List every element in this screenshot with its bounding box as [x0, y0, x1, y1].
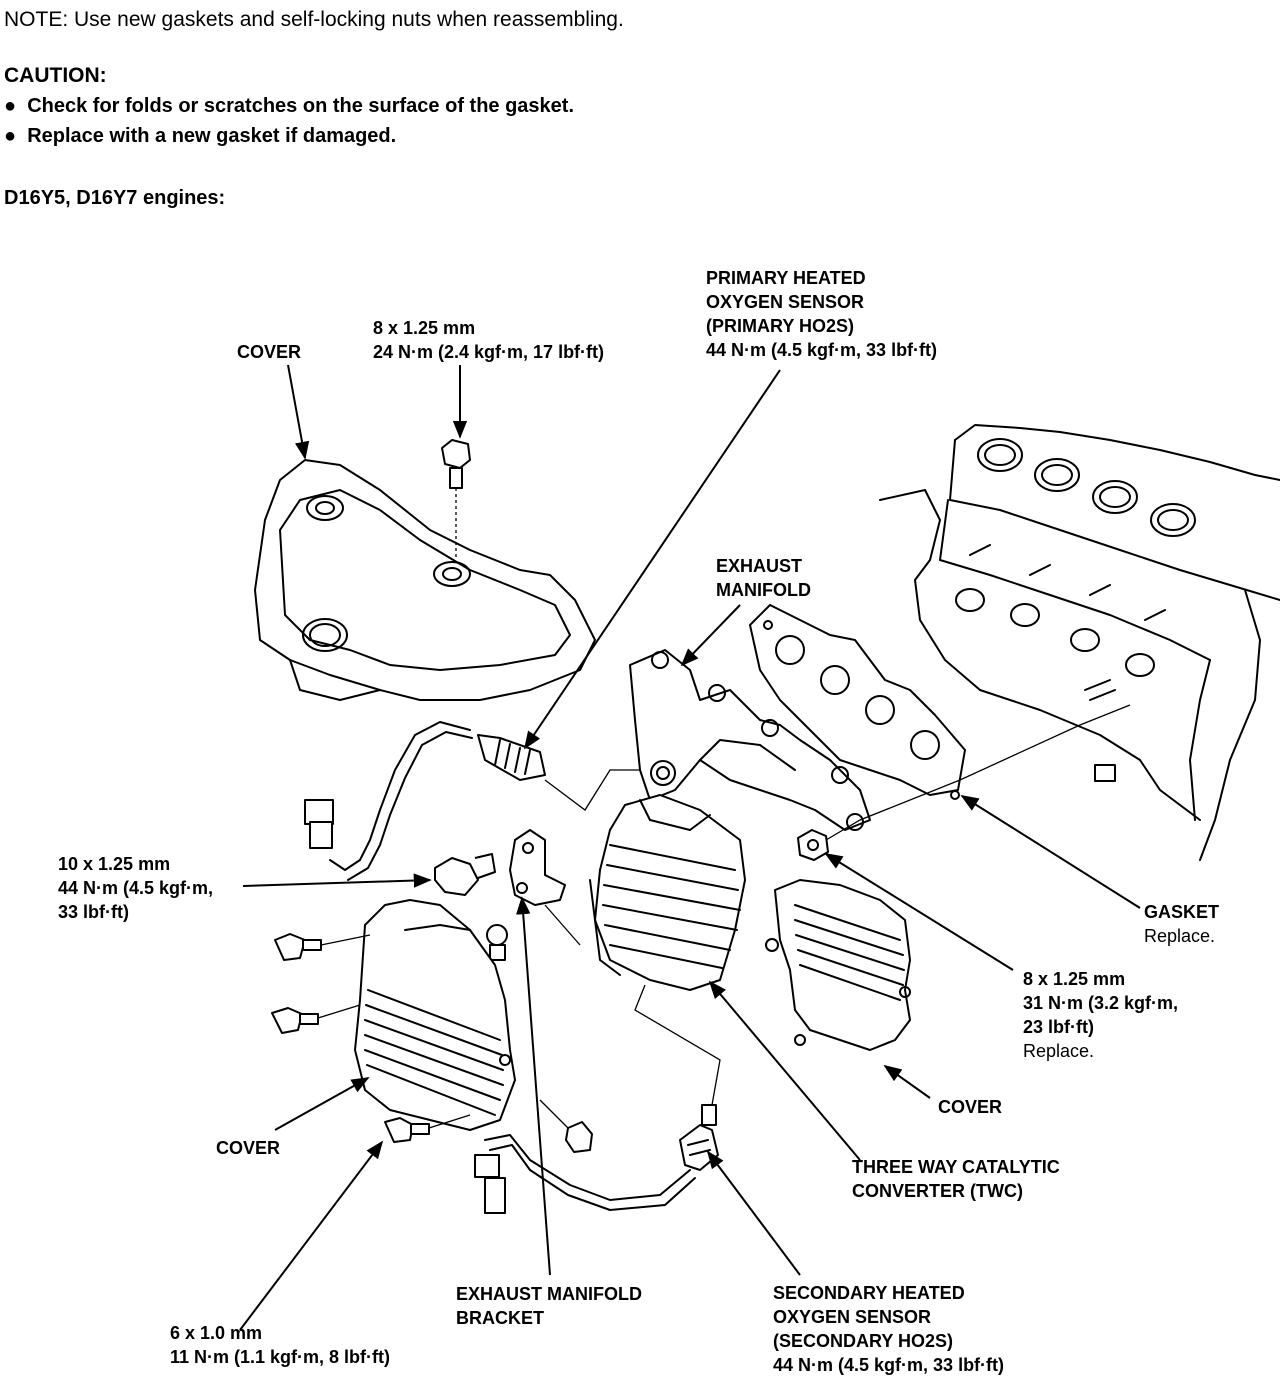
exhaust-manifold-line-2: MANIFOLD	[716, 580, 811, 600]
caution-item-2: ● Replace with a new gasket if damaged.	[4, 125, 397, 147]
caution-item-2-text: Replace with a new gasket if damaged.	[27, 125, 397, 147]
right-nut-torque-1: 31 N·m (3.2 kgf·m,	[1023, 993, 1179, 1013]
bottom-bolt-size: 6 x 1.0 mm	[170, 1323, 263, 1343]
secondary-ho2s-line-1: SECONDARY HEATED	[773, 1283, 965, 1303]
bracket-line-1: EXHAUST MANIFOLD	[456, 1284, 642, 1304]
secondary-ho2s-torque: 44 N·m (4.5 kgf·m, 33 lbf·ft)	[773, 1355, 1005, 1375]
cover-top-label-line: COVER	[237, 342, 302, 362]
top-bolt-label: 8 x 1.25 mm 24 N·m (2.4 kgf·m, 17 lbf·ft…	[373, 316, 604, 364]
right-cover-drawing	[765, 879, 911, 1051]
primary-ho2s-line-1: PRIMARY HEATED	[706, 268, 866, 288]
left-bolt-label: 10 x 1.25 mm 44 N·m (4.5 kgf·m, 33 lbf·f…	[58, 852, 213, 924]
primary-ho2s-drawing	[304, 721, 640, 881]
twc-label: THREE WAY CATALYTIC CONVERTER (TWC)	[852, 1155, 1060, 1203]
engine-block-drawing	[879, 424, 1280, 861]
secondary-ho2s-line-3: (SECONDARY HO2S)	[773, 1331, 954, 1351]
gasket-drawing	[749, 604, 966, 800]
cover-right-label: COVER	[938, 1095, 1002, 1119]
left-bolt-torque-2: 33 lbf·ft)	[58, 902, 129, 922]
cover-left-label-line: COVER	[216, 1138, 281, 1158]
cover-right-label-line: COVER	[938, 1097, 1003, 1117]
top-bolt-size: 8 x 1.25 mm	[373, 318, 476, 338]
bottom-bolt-label: 6 x 1.0 mm 11 N·m (1.1 kgf·m, 8 lbf·ft)	[170, 1321, 390, 1369]
left-bolt-torque-1: 44 N·m (4.5 kgf·m,	[58, 878, 214, 898]
left-cover-drawing	[354, 899, 516, 1131]
primary-ho2s-label: PRIMARY HEATED OXYGEN SENSOR (PRIMARY HO…	[706, 266, 937, 362]
cover-left-label: COVER	[216, 1136, 280, 1160]
right-nut-label: 8 x 1.25 mm 31 N·m (3.2 kgf·m, 23 lbf·ft…	[1023, 967, 1178, 1063]
left-bolt-size: 10 x 1.25 mm	[58, 854, 171, 874]
secondary-ho2s-label: SECONDARY HEATED OXYGEN SENSOR (SECONDAR…	[773, 1281, 1004, 1377]
bracket-line-2: BRACKET	[456, 1308, 544, 1328]
primary-ho2s-line-3: (PRIMARY HO2S)	[706, 316, 855, 336]
right-nut-drawing	[797, 704, 1131, 861]
engines-heading: D16Y5, D16Y7 engines:	[4, 187, 226, 209]
gasket-replace-note: Replace.	[1144, 926, 1216, 946]
bracket-label: EXHAUST MANIFOLD BRACKET	[456, 1282, 642, 1330]
leader-arrows	[239, 364, 1141, 1331]
caution-item-1-text: Check for folds or scratches on the surf…	[27, 95, 575, 117]
caution-title: CAUTION:	[4, 64, 107, 87]
primary-ho2s-line-2: OXYGEN SENSOR	[706, 292, 865, 312]
twc-line-1: THREE WAY CATALYTIC	[852, 1157, 1060, 1177]
exhaust-manifold-label: EXHAUST MANIFOLD	[716, 554, 811, 602]
top-bolt-torque: 24 N·m (2.4 kgf·m, 17 lbf·ft)	[373, 342, 605, 362]
upper-cover-drawing	[254, 459, 596, 701]
bottom-bolt-torque: 11 N·m (1.1 kgf·m, 8 lbf·ft)	[170, 1347, 391, 1367]
bracket-drawing	[434, 829, 581, 961]
cover-top-label: COVER	[237, 340, 301, 364]
primary-ho2s-torque: 44 N·m (4.5 kgf·m, 33 lbf·ft)	[706, 340, 938, 360]
right-nut-replace-note: Replace.	[1023, 1041, 1095, 1061]
exhaust-manifold-drawing	[629, 649, 871, 831]
twc-drawing	[589, 794, 746, 991]
top-bolt-drawing	[441, 439, 471, 560]
note-text: NOTE: Use new gaskets and self-locking n…	[4, 8, 624, 31]
twc-line-2: CONVERTER (TWC)	[852, 1181, 1023, 1201]
left-bolts-drawing	[271, 933, 593, 1153]
gasket-label-line: GASKET	[1144, 902, 1220, 922]
exhaust-manifold-line-1: EXHAUST	[716, 556, 803, 576]
caution-item-1: ● Check for folds or scratches on the su…	[4, 95, 575, 117]
right-nut-size: 8 x 1.25 mm	[1023, 969, 1126, 989]
gasket-label: GASKET Replace.	[1144, 900, 1219, 948]
secondary-ho2s-drawing	[474, 984, 721, 1214]
right-nut-torque-2: 23 lbf·ft)	[1023, 1017, 1094, 1037]
secondary-ho2s-line-2: OXYGEN SENSOR	[773, 1307, 932, 1327]
